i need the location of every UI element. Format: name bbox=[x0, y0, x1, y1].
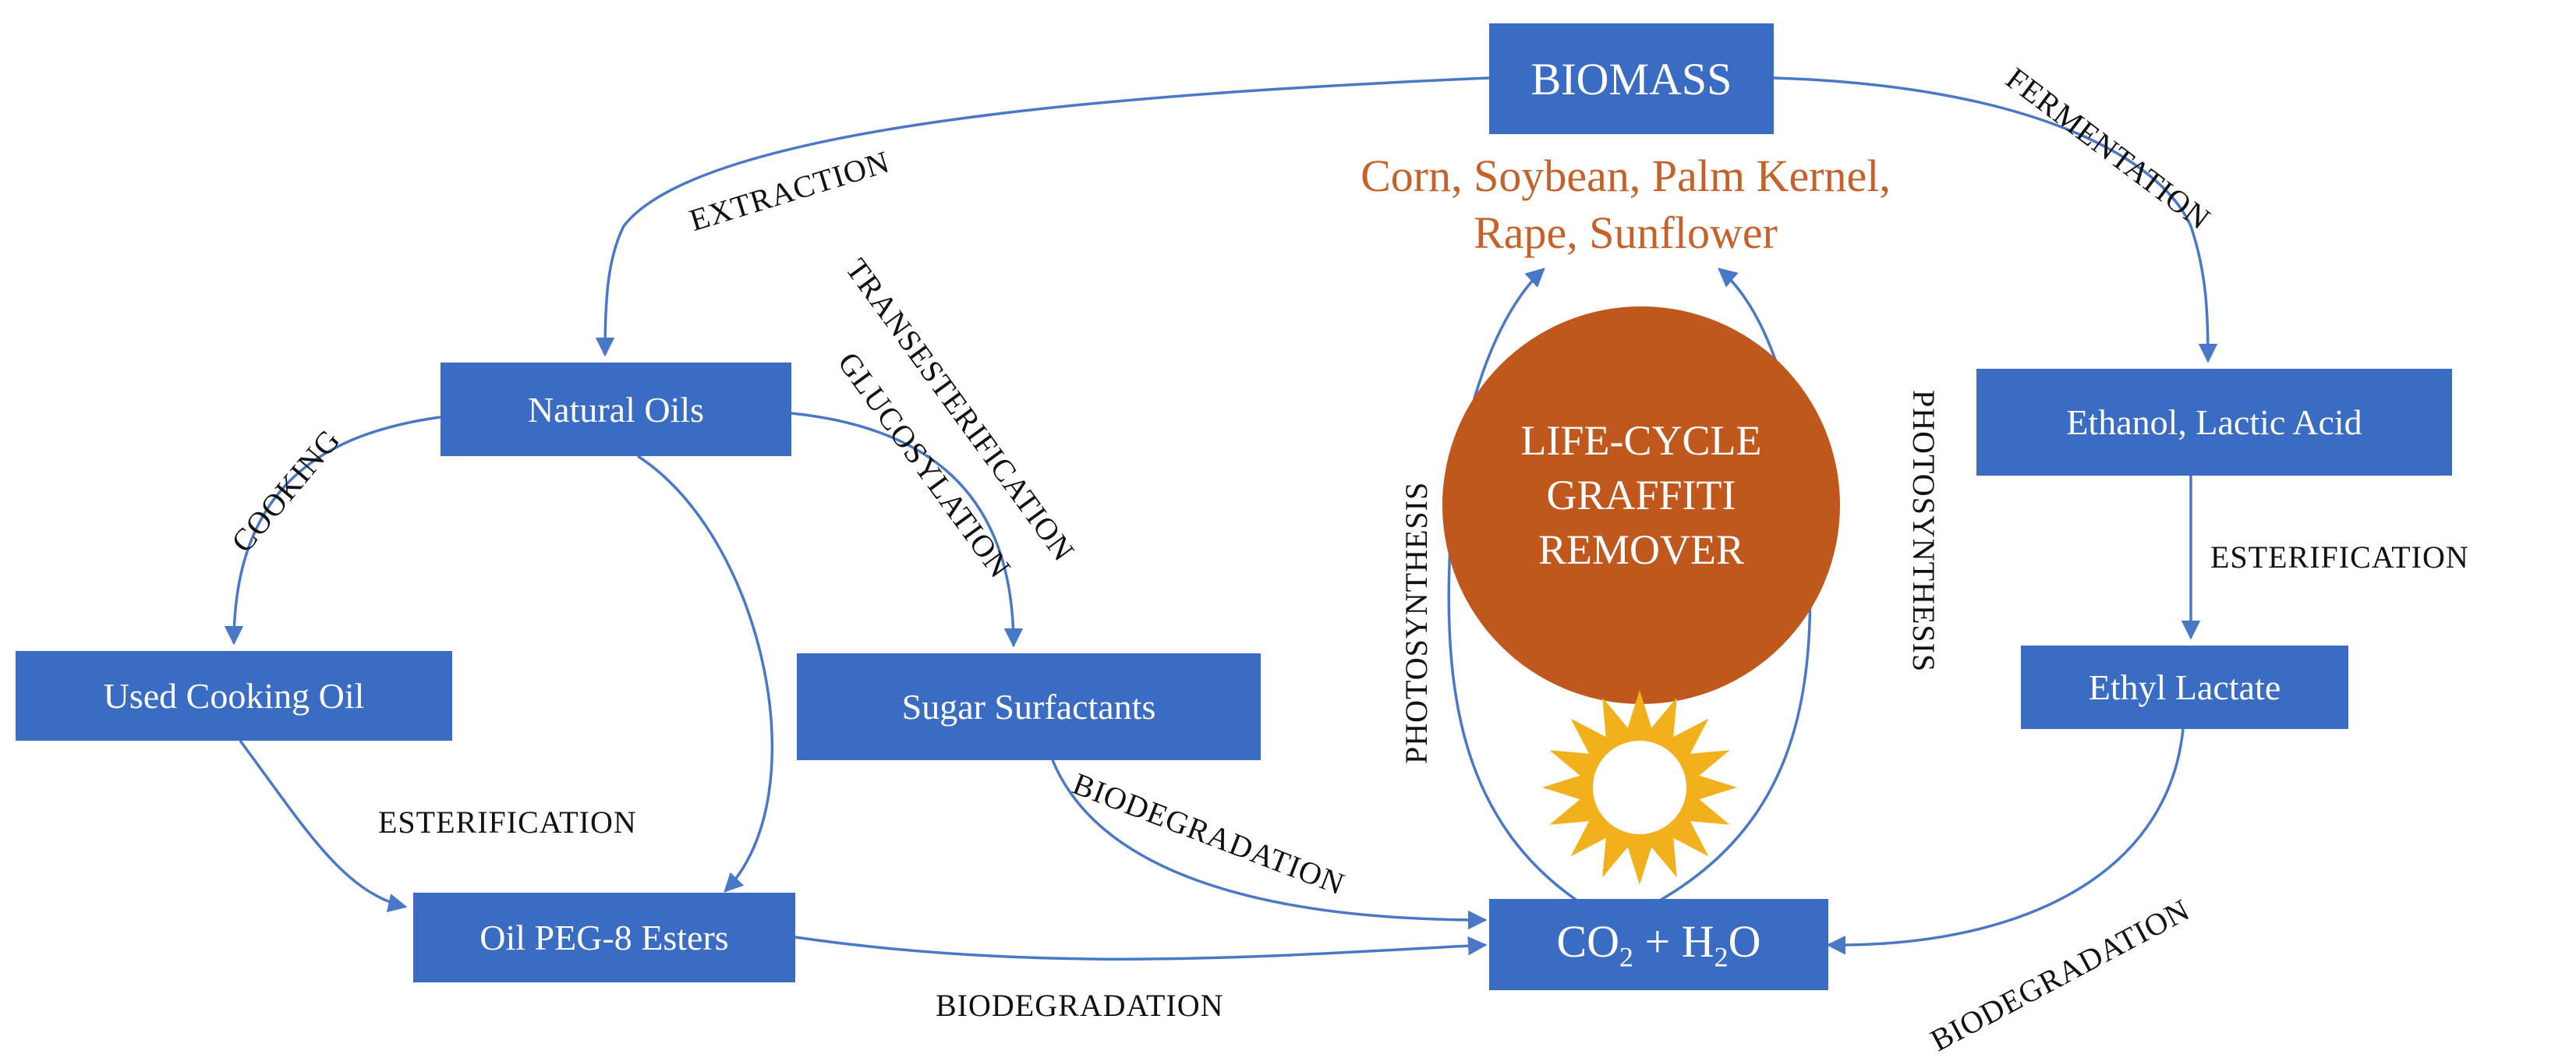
node-used-cooking-oil-label: Used Cooking Oil bbox=[103, 676, 365, 716]
node-biomass: BIOMASS bbox=[1489, 23, 1774, 134]
node-oil-peg8-esters-label: Oil PEG-8 Esters bbox=[479, 918, 729, 957]
node-oil-peg8-esters: Oil PEG-8 Esters bbox=[413, 893, 795, 982]
node-natural-oils: Natural Oils bbox=[441, 363, 791, 456]
biomass-sources: Corn, Soybean, Palm Kernel, Rape, Sunflo… bbox=[1255, 148, 1996, 261]
label-esterification-right: ESTERIFICATION bbox=[2210, 540, 2469, 575]
node-ethyl-lactate-label: Ethyl Lactate bbox=[2088, 667, 2281, 707]
node-ethanol-lactic-acid-label: Ethanol, Lactic Acid bbox=[2066, 402, 2362, 442]
biomass-sources-line1: Corn, Soybean, Palm Kernel, bbox=[1361, 150, 1891, 201]
arrow-natural-oils-to-sugar-surfactants bbox=[791, 412, 1024, 648]
node-sugar-surfactants: Sugar Surfactants bbox=[797, 653, 1261, 760]
life-cycle-circle bbox=[1442, 306, 1840, 704]
arrow-biomass-to-natural-oils bbox=[595, 76, 1490, 357]
node-ethyl-lactate: Ethyl Lactate bbox=[2021, 646, 2348, 729]
node-natural-oils-label: Natural Oils bbox=[527, 389, 705, 430]
life-cycle-title-line1: LIFE-CYCLE bbox=[1520, 417, 1762, 464]
node-biomass-label: BIOMASS bbox=[1530, 53, 1732, 104]
biomass-sources-line2: Rape, Sunflower bbox=[1474, 207, 1778, 258]
label-esterification-left: ESTERIFICATION bbox=[378, 805, 637, 840]
label-photosynthesis-right: PHOTOSYNTHESIS bbox=[1906, 390, 1941, 673]
label-biodegradation-peg: BIODEGRADATION bbox=[936, 988, 1224, 1023]
life-cycle-title-line2: GRAFFITI bbox=[1546, 472, 1736, 519]
node-used-cooking-oil: Used Cooking Oil bbox=[16, 651, 452, 741]
arrow-biomass-to-ethanol bbox=[1773, 76, 2218, 363]
node-ethanol-lactic-acid: Ethanol, Lactic Acid bbox=[1976, 369, 2452, 476]
arrow-natural-oils-to-used-cooking-oil bbox=[224, 416, 441, 646]
node-sugar-surfactants-label: Sugar Surfactants bbox=[901, 687, 1156, 727]
arrow-sugar-surfactants-to-co2 bbox=[1051, 759, 1488, 930]
arrow-natural-oils-to-peg8 bbox=[637, 455, 774, 893]
arrow-ethyl-lactate-to-co2 bbox=[1826, 728, 2185, 955]
life-cycle-title-line3: REMOVER bbox=[1537, 526, 1744, 574]
sun-icon bbox=[1542, 690, 1737, 885]
node-co2-h2o: CO2 + H2O bbox=[1489, 899, 1828, 990]
life-cycle-title: LIFE-CYCLE GRAFFITI REMOVER bbox=[1446, 413, 1836, 578]
arrow-co2-photosynthesis-left bbox=[1447, 267, 1583, 906]
arrow-used-cooking-oil-to-peg8 bbox=[239, 739, 408, 913]
label-photosynthesis-left: PHOTOSYNTHESIS bbox=[1399, 481, 1434, 764]
node-co2-h2o-label: CO2 + H2O bbox=[1556, 916, 1761, 973]
arrow-peg8-to-co2 bbox=[794, 936, 1488, 961]
